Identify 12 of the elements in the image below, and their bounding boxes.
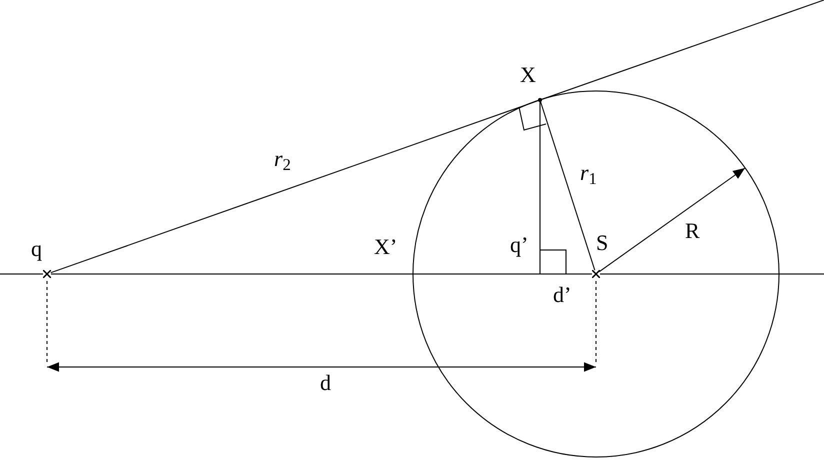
dimension-label: d — [320, 372, 331, 394]
point-label: q — [31, 238, 42, 260]
point-cross-icon — [592, 270, 600, 278]
segment-line — [540, 101, 596, 271]
point-cross-icon — [43, 270, 51, 278]
point-label: q’ — [510, 234, 528, 256]
point-label: d’ — [553, 284, 572, 306]
point-label: X’ — [374, 236, 398, 258]
radius-arrow — [598, 168, 746, 272]
point-label: X — [520, 64, 536, 86]
segment-line — [50, 100, 539, 274]
point-label: S — [596, 232, 608, 254]
